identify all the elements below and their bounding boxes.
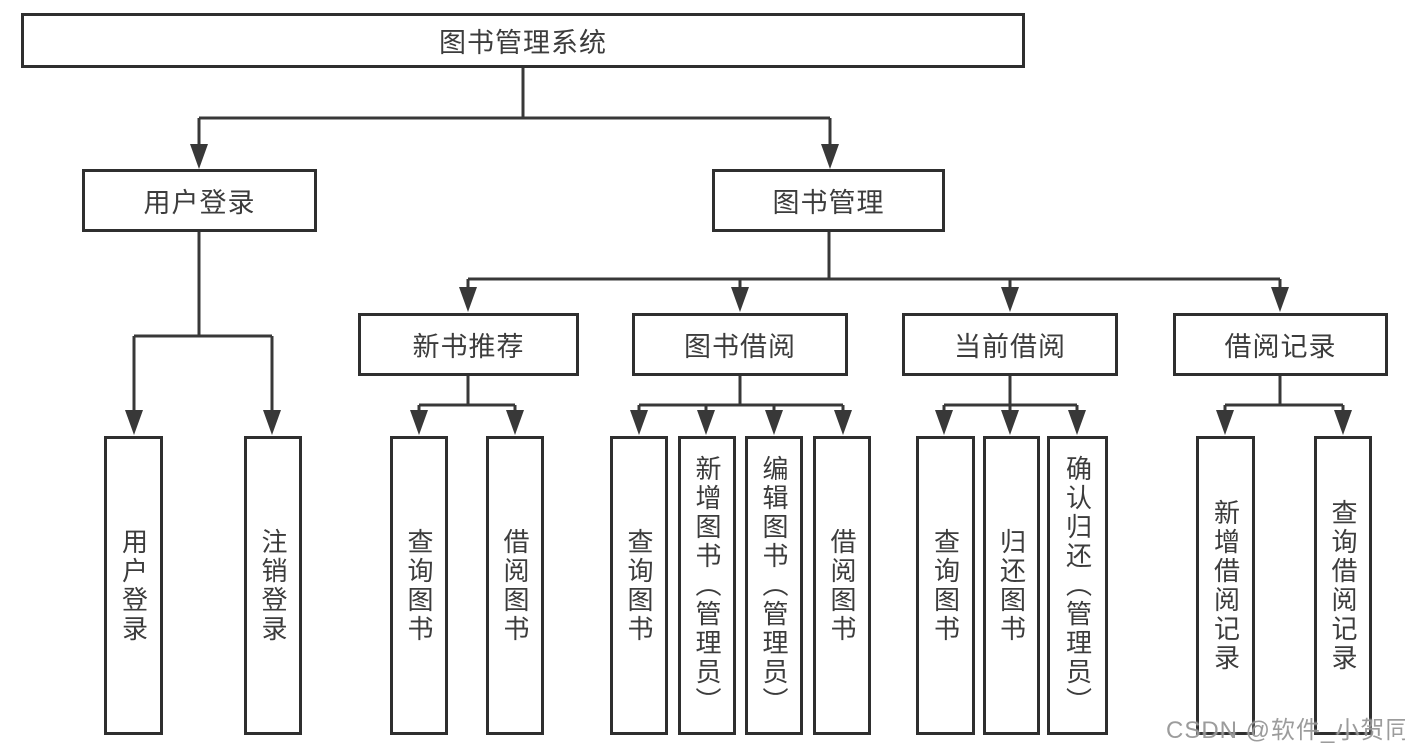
node-label: 用户登录 (118, 527, 149, 644)
leaf-query-borrow-record: 查询借阅记录 (1314, 436, 1372, 735)
arrowhead-icon (263, 410, 281, 435)
arrowhead-icon (731, 287, 749, 312)
node-label: 确认归还（管理员） (1062, 455, 1093, 716)
arrowhead-icon (697, 410, 715, 435)
node-label: 查询图书 (930, 527, 961, 644)
arrowhead-icon (1068, 410, 1086, 435)
arrowhead-icon (1001, 410, 1019, 435)
arrowhead-icon (935, 410, 953, 435)
leaf-confirm-return-admin: 确认归还（管理员） (1047, 436, 1108, 735)
node-label: 借阅记录 (1224, 332, 1337, 362)
arrowhead-icon (765, 410, 783, 435)
arrowhead-icon (459, 287, 477, 312)
node-label: 图书借阅 (684, 332, 796, 362)
connector-records-to-leaves (1223, 376, 1345, 412)
arrowheads (125, 144, 1352, 435)
leaf-borrow-books-recommend: 借阅图书 (486, 436, 544, 735)
connector-lines (132, 68, 1345, 412)
arrowhead-icon (506, 410, 524, 435)
arrowhead-icon (125, 410, 143, 435)
arrowhead-icon (1334, 410, 1352, 435)
leaf-user-login: 用户登录 (104, 436, 163, 735)
node-label: 借阅图书 (827, 527, 857, 644)
node-new-book-recommendation: 新书推荐 (358, 313, 579, 376)
leaf-query-books-current: 查询图书 (916, 436, 975, 735)
node-current-borrowing: 当前借阅 (902, 313, 1118, 376)
arrowhead-icon (410, 410, 428, 435)
node-library-management-system: 图书管理系统 (21, 13, 1025, 68)
node-label: 图书管理系统 (439, 28, 607, 58)
node-label: 用户登录 (143, 188, 256, 218)
node-label: 归还图书 (996, 527, 1027, 644)
node-book-management: 图书管理 (712, 169, 945, 232)
arrowhead-icon (190, 144, 208, 169)
node-label: 图书管理 (772, 188, 885, 218)
leaf-return-books: 归还图书 (983, 436, 1040, 735)
node-label: 新书推荐 (412, 332, 525, 362)
node-label: 借阅图书 (500, 527, 530, 644)
node-label: 新增图书（管理员） (692, 455, 722, 716)
leaf-query-books-recommend: 查询图书 (390, 436, 448, 735)
arrowhead-icon (834, 410, 852, 435)
csdn-watermark: CSDN @软件_小贺同学 (1166, 717, 1405, 744)
node-label: 注销登录 (258, 527, 288, 644)
connector-currentborrow-to-leaves (942, 376, 1079, 412)
leaf-query-books-borrow: 查询图书 (610, 436, 668, 735)
arrowhead-icon (1001, 287, 1019, 312)
node-borrowing-records: 借阅记录 (1173, 313, 1388, 376)
connector-userlogin-to-leaves (132, 232, 274, 412)
leaf-logout: 注销登录 (244, 436, 302, 735)
arrowhead-icon (821, 144, 839, 169)
node-label: 查询借阅记录 (1328, 498, 1358, 673)
connector-root-to-level2 (197, 68, 832, 146)
node-user-login: 用户登录 (82, 169, 317, 232)
connector-bookmgmt-to-level3 (466, 232, 1282, 289)
arrowhead-icon (630, 410, 648, 435)
node-label: 查询图书 (624, 527, 654, 644)
arrowhead-icon (1271, 287, 1289, 312)
leaf-borrow-books: 借阅图书 (813, 436, 871, 735)
node-label: 查询图书 (404, 527, 434, 644)
node-label: 当前借阅 (954, 332, 1066, 362)
node-book-borrowing: 图书借阅 (632, 313, 848, 376)
node-label: 编辑图书（管理员） (759, 455, 789, 716)
leaf-add-borrow-record: 新增借阅记录 (1196, 436, 1255, 735)
connector-bookborrow-to-leaves (637, 376, 845, 412)
leaf-add-books-admin: 新增图书（管理员） (678, 436, 736, 735)
arrowhead-icon (1216, 410, 1234, 435)
leaf-edit-books-admin: 编辑图书（管理员） (745, 436, 803, 735)
connector-newbook-to-leaves (417, 376, 517, 412)
node-label: 新增借阅记录 (1210, 498, 1241, 673)
